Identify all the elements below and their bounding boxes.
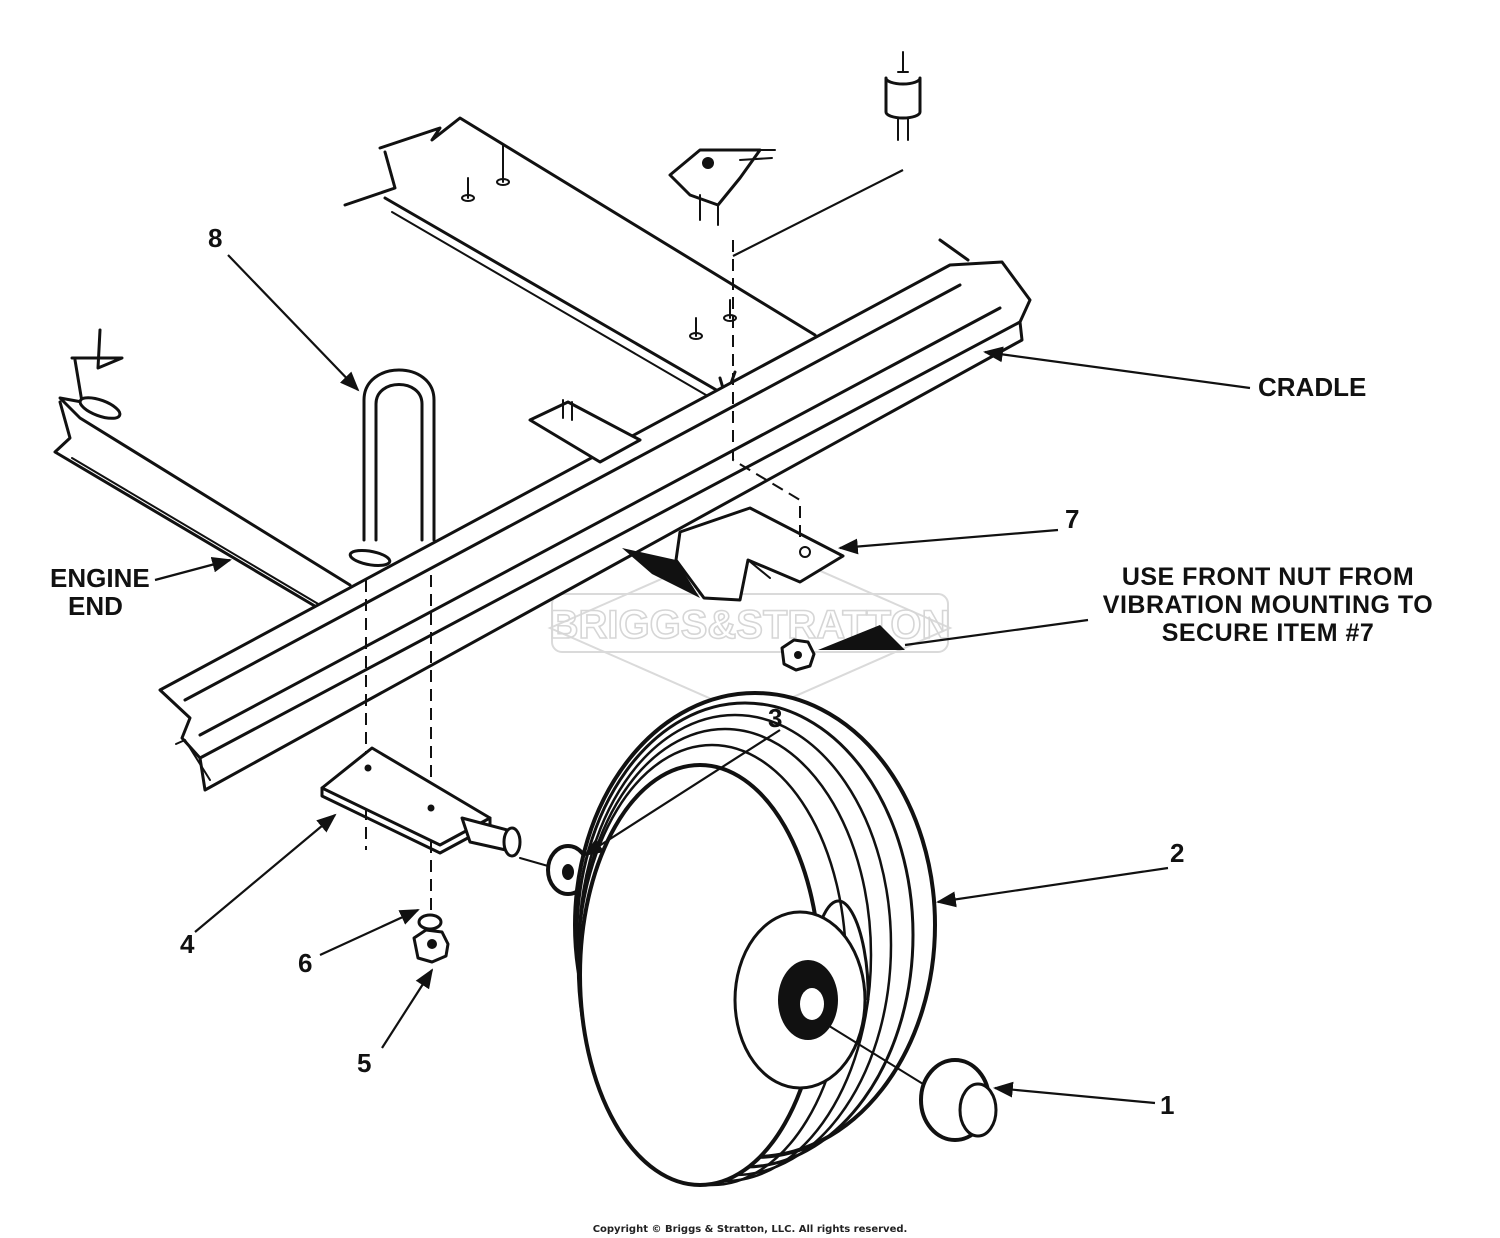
note-arrow-head — [818, 625, 905, 650]
label-engine-end-2: END — [68, 591, 123, 621]
vibration-mount — [884, 51, 922, 141]
bracket-item-7 — [622, 506, 845, 602]
label-engine-end-1: ENGINE — [50, 563, 150, 593]
label-part-2: 2 — [1170, 838, 1184, 868]
note-line-2: VIBRATION MOUNTING TO — [1103, 591, 1433, 619]
note-line-3: SECURE ITEM #7 — [1162, 619, 1375, 647]
front-nut — [780, 638, 816, 672]
label-part-7: 7 — [1065, 504, 1079, 534]
note-line-1: USE FRONT NUT FROM — [1122, 563, 1414, 591]
label-part-1: 1 — [1160, 1090, 1174, 1120]
label-part-6: 6 — [298, 948, 312, 978]
nut-item-5 — [412, 928, 450, 964]
mounting-plate-rear — [528, 399, 642, 464]
control-bracket — [668, 148, 776, 226]
hub-cap-item-1 — [919, 1058, 998, 1142]
leader-lines — [154, 254, 1251, 1105]
cradle-cross-member — [158, 238, 1032, 792]
lock-washer-item-6 — [417, 913, 443, 931]
frame-rail-engine-end — [53, 328, 352, 617]
copyright-notice: Copyright © Briggs & Stratton, LLC. All … — [593, 1224, 908, 1235]
label-part-5: 5 — [357, 1048, 371, 1078]
axle-plate-item-4 — [320, 746, 522, 858]
u-bolt-item-8 — [348, 368, 436, 567]
wheel-item-2 — [573, 691, 937, 1187]
label-part-8: 8 — [208, 223, 222, 253]
label-part-4: 4 — [180, 929, 195, 959]
label-part-3: 3 — [768, 703, 782, 733]
label-cradle: CRADLE — [1258, 372, 1366, 402]
